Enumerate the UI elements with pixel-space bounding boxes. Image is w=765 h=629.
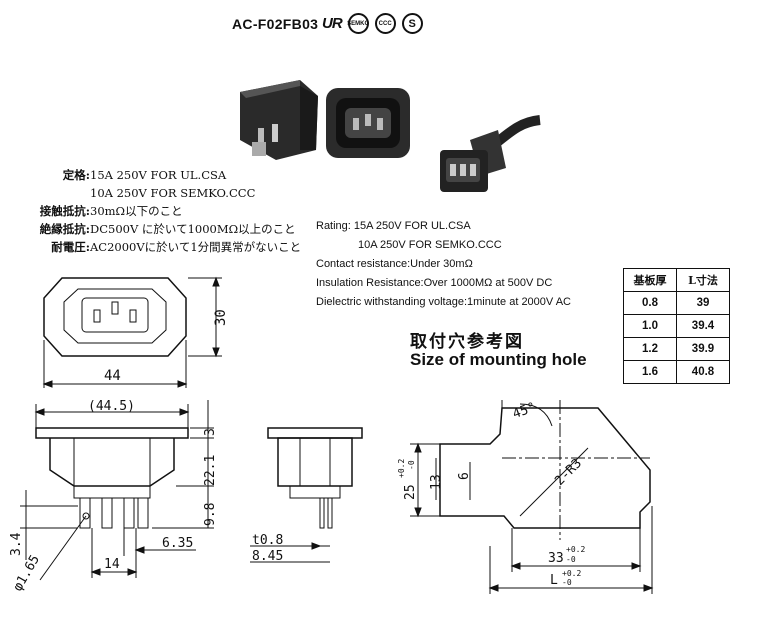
dim-hole-height-tol: +0.2 — [397, 459, 406, 478]
cert-marks: UR SEMKO CCC S — [322, 13, 423, 34]
dim-pin-span: 14 — [104, 557, 120, 572]
spec-jp-value: AC2000Vに於いて1分間異常がないこと — [90, 240, 302, 254]
dim-pin-thick: t0.8 — [252, 533, 283, 548]
table-header-row: 基板厚 L寸法 — [623, 268, 730, 292]
table-cell: 39.4 — [676, 314, 730, 338]
spec-contact: Contact resistance:Under 30mΩ — [316, 258, 473, 270]
model-title: AC-F02FB03 — [232, 16, 319, 32]
table-row: 1.2 39.9 — [623, 337, 730, 361]
spec-jp-value: DC500V に於いて1000MΩ以上のこと — [90, 222, 296, 236]
spec-en: Rating: 15A 250V FOR UL.CSA 10A 250V FOR… — [316, 217, 571, 312]
dim-front-height: 30 — [213, 309, 229, 326]
dim-hole-l-tol-bot: -0 — [562, 578, 572, 587]
spec-jp-value: 15A 250V FOR UL.CSA — [90, 168, 227, 182]
table-cell: 39 — [676, 291, 730, 315]
table-cell: 0.8 — [623, 291, 677, 315]
spec-jp: 定格:15A 250V FOR UL.CSA 10A 250V FOR SEMK… — [20, 166, 301, 256]
table-header-cell: 基板厚 — [623, 268, 677, 292]
spec-jp-label: 耐電圧: — [51, 240, 90, 254]
side-view-drawing — [20, 400, 214, 581]
mounting-hole-drawing — [410, 400, 654, 594]
semko-mark-icon: SEMKO — [347, 13, 369, 34]
front-view-drawing — [42, 276, 222, 388]
dim-hole-width: 33 — [548, 551, 564, 566]
table-row: 1.0 39.4 — [623, 314, 730, 338]
s-mark-icon: S — [401, 13, 423, 34]
mounting-title-en: Size of mounting hole — [410, 350, 587, 369]
dim-pin-hole: φ1.65 — [10, 553, 43, 594]
ul-mark-icon: UR — [322, 15, 343, 32]
end-view-drawing — [250, 427, 363, 563]
dim-side-pin: 9.8 — [203, 503, 218, 526]
dim-front-width: 44 — [104, 368, 121, 384]
table-header-cell: L寸法 — [676, 268, 730, 292]
plug-photo — [440, 115, 541, 192]
dim-hole-angle: 45° — [511, 400, 538, 422]
spec-jp-label: 絶縁抵抗: — [39, 222, 90, 236]
spec-dielectric: Dielectric withstanding voltage:1minute … — [316, 296, 571, 308]
spec-jp-label: 定格: — [62, 168, 90, 182]
ccc-mark-icon: CCC — [374, 13, 396, 34]
spec-rating-2: 10A 250V FOR SEMKO.CCC — [358, 239, 502, 251]
dim-hole-width-tol: +0.2 — [566, 545, 585, 554]
spec-rating-1: Rating: 15A 250V FOR UL.CSA — [316, 220, 471, 232]
spec-jp-value: 30mΩ以下のこと — [90, 204, 183, 218]
table-row: 1.6 40.8 — [623, 360, 730, 384]
dim-side-width: (44.5) — [88, 399, 135, 414]
socket-front-photo — [326, 88, 410, 158]
table-cell: 1.0 — [623, 314, 677, 338]
table-cell: 1.2 — [623, 337, 677, 361]
dim-hole-radius: 2-R3 — [552, 456, 585, 489]
mounting-title-jp: 取付穴参考図 — [410, 332, 524, 352]
table-row: 0.8 39 — [623, 291, 730, 315]
dim-pin-offset: 3.4 — [9, 532, 24, 556]
socket-rear-photo — [240, 80, 318, 160]
table-cell: 40.8 — [676, 360, 730, 384]
dim-side-body: 22.1 — [203, 455, 218, 486]
dim-hole-notch: 6 — [457, 472, 472, 480]
dim-side-top: 3 — [203, 428, 218, 436]
dim-hole-inner: 13 — [429, 474, 444, 490]
spec-jp-value: 10A 250V FOR SEMKO.CCC — [90, 186, 256, 200]
dim-hole-height: 25 — [403, 484, 418, 500]
dim-hole-l-tol: +0.2 — [562, 569, 581, 578]
spec-jp-label: 接触抵抗: — [39, 204, 90, 218]
spec-insulation: Insulation Resistance:Over 1000MΩ at 500… — [316, 277, 553, 289]
dim-hole-width-tol-bot: -0 — [566, 555, 576, 564]
thickness-table: 基板厚 L寸法 0.8 39 1.0 39.4 1.2 39.9 1.6 40.… — [623, 268, 730, 384]
dim-pin-pitch: 6.35 — [162, 536, 193, 551]
dim-hole-l: L — [550, 573, 558, 588]
dim-hole-height-tol-bot: -0 — [407, 460, 416, 470]
dim-pin-len: 8.45 — [252, 549, 283, 564]
